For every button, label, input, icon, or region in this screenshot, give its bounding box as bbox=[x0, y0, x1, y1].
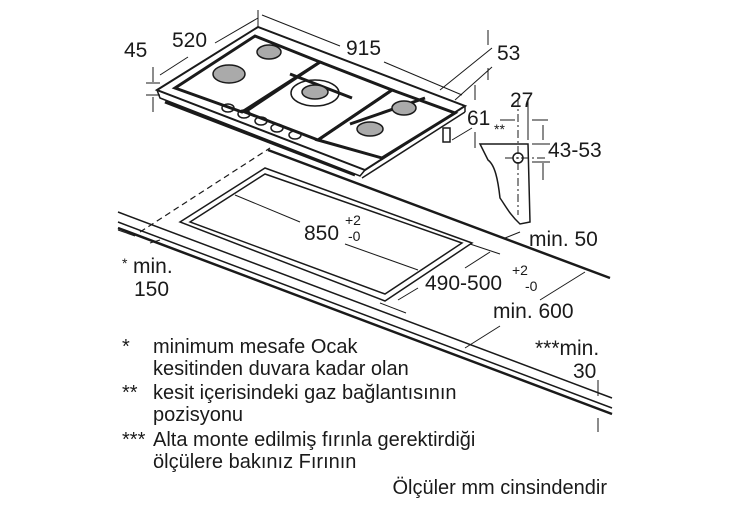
worktop bbox=[117, 147, 613, 416]
gas-marker: ** bbox=[494, 121, 505, 137]
legend-marker: * bbox=[122, 336, 130, 358]
dim-worktop-thickness: 30 bbox=[573, 360, 597, 383]
hob bbox=[154, 25, 468, 179]
tol-minus: -0 bbox=[348, 228, 361, 244]
dim-cutout-width: 850 bbox=[304, 222, 340, 245]
dim-width: 915 bbox=[346, 37, 382, 60]
tol-plus-2: +2 bbox=[512, 262, 528, 278]
dim-height-front: 45 bbox=[124, 39, 148, 62]
dim-worktop-depth: min. 600 bbox=[493, 300, 574, 323]
legend-text: minimum mesafe Ocak bbox=[153, 336, 358, 358]
dim-gas-offset: 27 bbox=[510, 89, 534, 112]
dim-back-clearance: min. 50 bbox=[529, 228, 598, 251]
legend-text: Alta monte edilmiş fırınla gerektirdiği bbox=[153, 429, 476, 451]
dimension-lines bbox=[117, 10, 599, 432]
dim-height-side: 61 bbox=[467, 107, 491, 130]
wall-label: min. bbox=[133, 255, 173, 278]
worktop-thickness-label: ***min. bbox=[535, 337, 600, 360]
dim-cutout-depth: 490-500 bbox=[425, 272, 503, 295]
legend-text: pozisyonu bbox=[153, 404, 244, 426]
dim-height-back: 53 bbox=[497, 42, 521, 65]
legend-text: kesit içerisindeki gaz bağlantısının bbox=[153, 382, 457, 404]
dim-depth: 520 bbox=[172, 29, 208, 52]
tol-minus-2: -0 bbox=[525, 278, 538, 294]
units-note: Ölçüler mm cinsindendir bbox=[392, 477, 607, 499]
dim-gas-height: 43-53 bbox=[548, 139, 602, 162]
legend-text: kesitinden duvara kadar olan bbox=[153, 358, 409, 380]
cutout bbox=[178, 167, 474, 302]
legend-text: ölçülere bakınız Fırının bbox=[153, 451, 357, 473]
legend-marker: *** bbox=[122, 429, 146, 451]
legend-marker: ** bbox=[122, 382, 138, 404]
wall-marker: * bbox=[122, 255, 128, 271]
tol-plus: +2 bbox=[345, 212, 361, 228]
gas-connection-profile bbox=[478, 98, 545, 225]
dim-wall-clearance: 150 bbox=[134, 278, 170, 301]
